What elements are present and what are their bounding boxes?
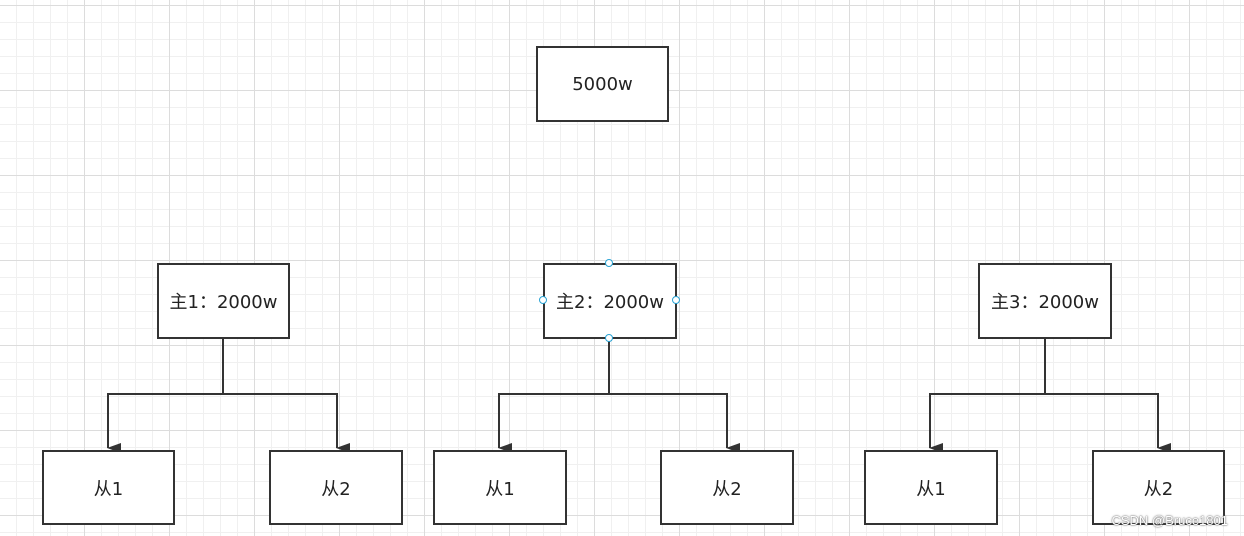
selection-handle-right[interactable] bbox=[672, 296, 680, 304]
selection-handle-bottom[interactable] bbox=[605, 334, 613, 342]
root-node[interactable]: 5000w bbox=[536, 46, 669, 122]
master-node-1[interactable]: 主1：2000w bbox=[157, 263, 290, 339]
slave-node-1-1[interactable]: 从1 bbox=[42, 450, 175, 525]
slave-node-2-1[interactable]: 从1 bbox=[433, 450, 567, 525]
slave-node-3-1[interactable]: 从1 bbox=[864, 450, 998, 525]
watermark-text: CSDN @Bruce1801 bbox=[1111, 513, 1228, 528]
slave-node-1-1-label: 从1 bbox=[93, 478, 124, 500]
root-node-label: 5000w bbox=[572, 73, 633, 95]
slave-node-3-2-label: 从2 bbox=[1143, 478, 1174, 500]
master-node-2-label: 主2：2000w bbox=[556, 292, 664, 313]
master-node-2[interactable]: 主2：2000w bbox=[543, 263, 677, 339]
connector-master-2-slave-1 bbox=[498, 393, 609, 453]
connector-master-1-slave-2 bbox=[223, 393, 350, 453]
slave-node-2-2-label: 从2 bbox=[712, 478, 742, 500]
slave-node-1-2-label: 从2 bbox=[321, 478, 351, 500]
connector-master-3-slave-2 bbox=[1045, 393, 1171, 453]
slave-node-2-2[interactable]: 从2 bbox=[660, 450, 794, 525]
selection-handle-top[interactable] bbox=[605, 259, 613, 267]
connector-master-3-slave-1 bbox=[929, 393, 1045, 453]
slave-node-1-2[interactable]: 从2 bbox=[269, 450, 403, 525]
slave-node-3-2[interactable]: 从2 bbox=[1092, 450, 1225, 525]
selection-handle-left[interactable] bbox=[539, 296, 547, 304]
master-node-3-label: 主3：2000w bbox=[991, 292, 1099, 313]
slave-node-3-1-label: 从1 bbox=[916, 478, 946, 500]
connector-master-1-slave-1 bbox=[107, 393, 223, 453]
slave-node-2-1-label: 从1 bbox=[485, 478, 515, 500]
connector-master-2-slave-2 bbox=[609, 393, 740, 453]
master-node-1-label: 主1：2000w bbox=[169, 292, 278, 313]
master-node-3[interactable]: 主3：2000w bbox=[978, 263, 1112, 339]
